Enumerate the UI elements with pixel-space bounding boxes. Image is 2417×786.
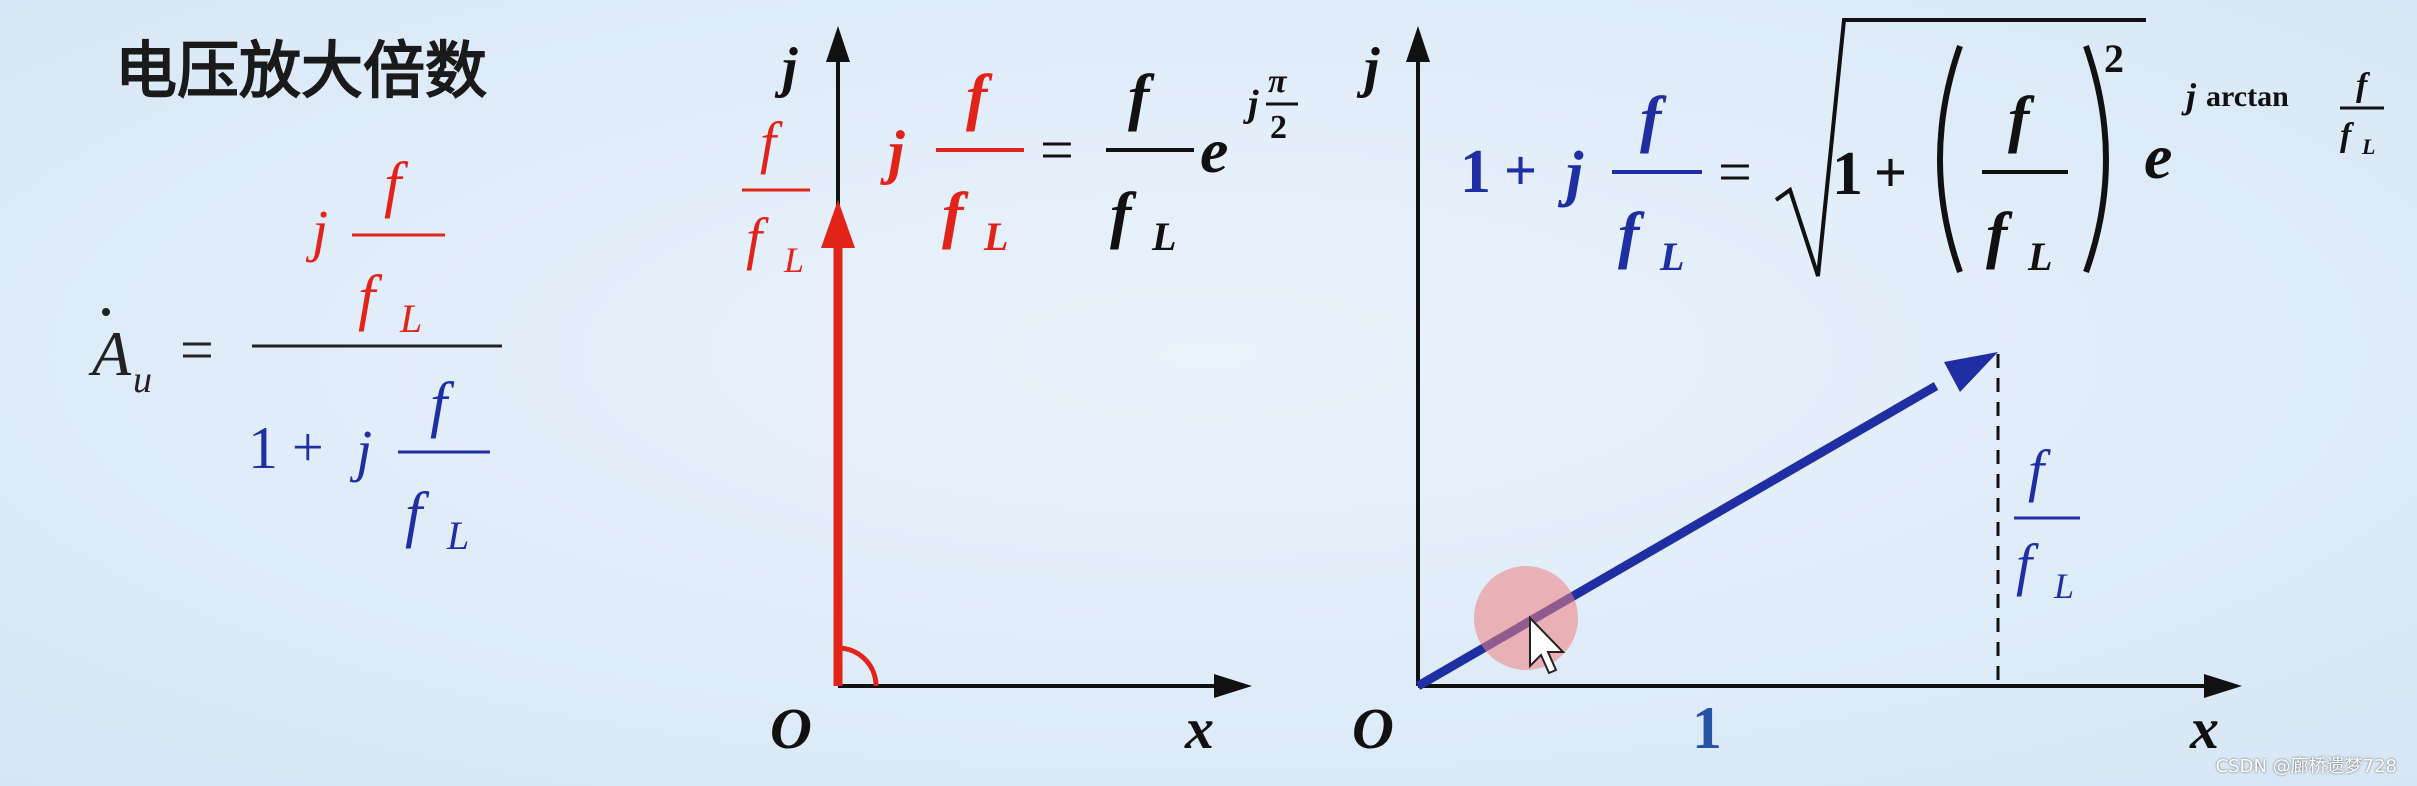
mid-formula-e: e (1200, 115, 1228, 186)
au-subscript: u (133, 359, 152, 401)
den-plus: + (292, 417, 324, 479)
right-x-axis-label: x (2189, 696, 2219, 761)
sqrt-radical (1774, 18, 2146, 277)
den-fL-sub: L (446, 513, 469, 558)
right-formula-fL-sub: L (1659, 234, 1684, 279)
sqrt-plus: + (1874, 140, 1907, 205)
au-symbol: A (88, 318, 132, 389)
paren-fL-sub: L (2027, 234, 2052, 279)
mid-formula-exp-two: 2 (1270, 109, 1287, 146)
x-value-label: 1 (1692, 695, 1722, 761)
right-y-axis-arrowhead (1406, 26, 1430, 62)
middle-x-axis-label: x (1184, 696, 1214, 761)
right-formula-one: 1 (1460, 138, 1491, 206)
watermark: CSDN @廊桥遗梦728 (2215, 756, 2397, 777)
mid-formula-equals: = (1040, 117, 1074, 183)
square-exponent: 2 (2104, 36, 2124, 81)
mouse-pointer-icon (1529, 615, 1566, 675)
red-arrow-label-fL-sub: L (783, 240, 804, 280)
right-exp-fL: f (2340, 117, 2355, 154)
sqrt-one: 1 (1832, 140, 1863, 208)
red-vector-arrowhead (821, 200, 855, 248)
mid-formula-exp-pi: π (1268, 63, 1288, 100)
cursor-highlight (1474, 566, 1578, 670)
paren-left (1937, 45, 1963, 274)
right-formula-equals: = (1718, 139, 1752, 205)
middle-origin-label: O (770, 696, 812, 761)
middle-y-axis-arrowhead (826, 26, 850, 62)
right-formula-plus: + (1504, 138, 1537, 203)
right-formula-e: e (2144, 121, 2172, 192)
den-one: 1 (248, 415, 278, 481)
a-dot (102, 308, 110, 316)
au-equals: = (180, 317, 214, 383)
num-fL-sub: L (399, 296, 422, 341)
right-exp-f: f (2356, 67, 2371, 104)
blue-vector-arrowhead (1944, 352, 1998, 392)
right-x-axis-arrowhead (2204, 674, 2242, 698)
height-label-fL-sub: L (2053, 566, 2074, 606)
right-exp-arctan: arctan (2206, 80, 2289, 113)
right-origin-label: O (1352, 696, 1394, 761)
right-exp-fL-sub: L (2361, 134, 2375, 159)
mid-formula-fL-sub: L (983, 214, 1008, 259)
page-title: 电压放大倍数 (115, 34, 487, 107)
mid-formula-rfL-sub: L (1151, 214, 1176, 259)
angle-arc (837, 645, 879, 687)
middle-x-axis-arrowhead (1214, 674, 1252, 698)
paren-right (2083, 45, 2109, 274)
